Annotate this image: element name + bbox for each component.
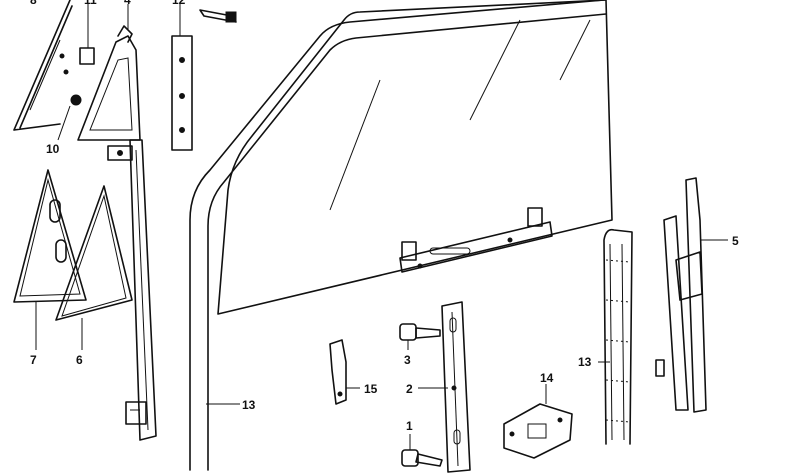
callout-6: 6 [76,353,83,367]
callout-12: 12 [172,0,186,7]
part-8-quarter-glass [13,0,73,131]
part-3-bolt [399,323,441,350]
callout-1: 1 [406,419,413,433]
part-6-vent-seal [55,185,133,350]
part-7-vent-glass [13,169,87,350]
part-1-bolt [401,434,443,467]
part-10-screw [57,94,82,141]
callout-3: 3 [404,353,411,367]
small-bolt [199,9,237,23]
part-13-flocked-channel [598,228,633,445]
callout-10: 10 [46,142,60,156]
callout-14: 14 [540,371,554,385]
callout-2: 2 [406,382,413,396]
callout-4: 4 [124,0,131,7]
callout-5: 5 [732,234,739,248]
callout-11: 11 [84,0,97,7]
part-12-strip [171,4,193,151]
callout-13-left: 13 [242,398,256,412]
part-11-clip [59,4,95,75]
part-15-bracket [329,339,360,405]
lift-channel [399,207,553,273]
callout-15: 15 [364,382,378,396]
callout-13-right: 13 [578,355,592,369]
part-2-guide-rail [418,301,471,473]
callout-7: 7 [30,353,37,367]
part-5-rear-rail [655,177,728,413]
part-4-vent-bracket [77,4,157,441]
callout-labels: 8 11 4 12 10 7 6 13 3 2 1 15 14 13 5 [30,0,739,433]
door-glass [217,0,613,315]
callout-8: 8 [30,0,37,7]
part-14-plate [503,384,573,459]
